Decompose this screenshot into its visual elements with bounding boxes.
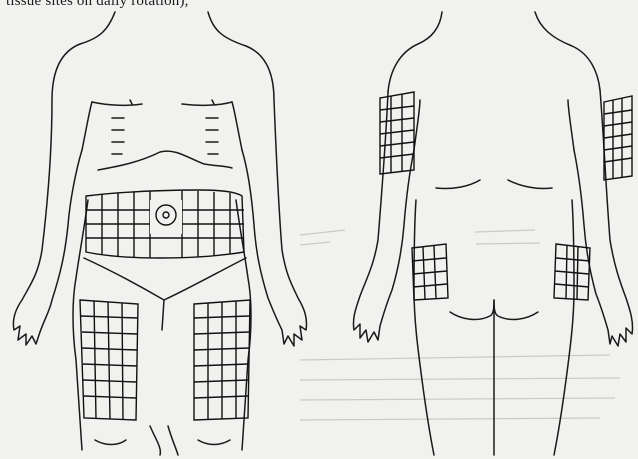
right-buttock-grid [554,244,590,300]
front-chest-ticks [112,100,218,154]
front-chest-line [92,102,232,105]
right-upper-arm-grid [604,96,632,180]
left-upper-arm-grid [380,92,414,174]
front-knee-left [95,440,126,445]
front-view [13,12,306,455]
back-right-arm-outline [574,90,633,346]
left-buttock-grid [412,244,448,300]
front-left-side-outline [73,102,92,450]
back-waist-line [436,180,552,189]
right-thigh-grid [194,300,250,420]
front-hip-line [84,258,246,300]
front-knee-right [198,440,230,445]
back-view [353,12,632,455]
back-right-side-outline [554,100,574,455]
front-groin-line [150,300,178,455]
back-left-arm-outline [353,92,414,342]
left-thigh-grid [80,300,138,420]
front-right-arm-outline [242,46,307,346]
back-neck-outline [388,12,600,92]
front-neck-outline [80,12,246,46]
abdomen-grid [86,190,244,258]
front-left-arm-outline [13,44,82,345]
